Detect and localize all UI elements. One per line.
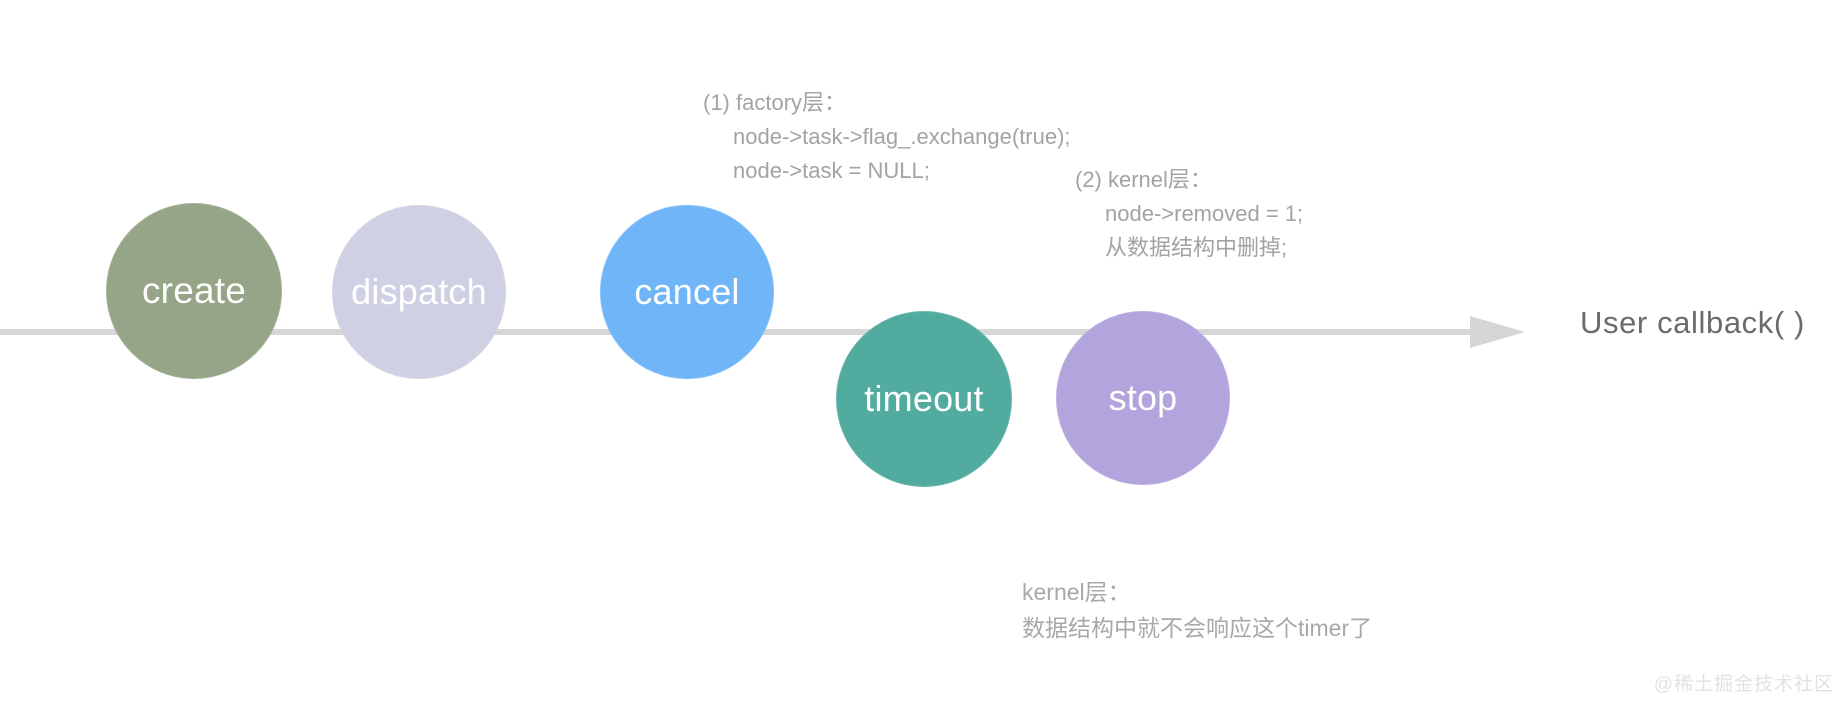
note-kernel-heading: (2) kernel层：	[1075, 167, 1212, 192]
note-kernel: (2) kernel层： node->removed = 1; 从数据结构中删掉…	[1075, 163, 1303, 265]
note-timeout-heading: kernel层：	[1022, 579, 1131, 605]
node-timeout[interactable]: timeout	[836, 311, 1012, 487]
node-timeout-label: timeout	[864, 378, 984, 419]
node-stop-label: stop	[1108, 377, 1178, 418]
watermark: @稀土掘金技术社区	[1653, 674, 1834, 695]
user-callback-label: User callback( )	[1580, 305, 1805, 340]
note-factory: (1) factory层： node->task->flag_.exchange…	[703, 86, 1071, 188]
node-dispatch[interactable]: dispatch	[332, 205, 506, 379]
note-factory-line-1: node->task->flag_.exchange(true);	[733, 124, 1071, 149]
node-create[interactable]: create	[106, 203, 282, 379]
node-dispatch-label: dispatch	[351, 271, 487, 312]
node-cancel[interactable]: cancel	[600, 205, 774, 379]
note-kernel-line-2: 从数据结构中删掉;	[1105, 235, 1288, 260]
node-create-label: create	[141, 270, 247, 311]
node-stop[interactable]: stop	[1056, 311, 1230, 485]
note-timeout: kernel层： 数据结构中就不会响应这个timer了	[1022, 574, 1372, 646]
note-factory-line-2: node->task = NULL;	[733, 158, 930, 183]
note-kernel-line-1: node->removed = 1;	[1105, 201, 1304, 226]
node-cancel-label: cancel	[634, 271, 740, 312]
arrow-right-icon	[1470, 316, 1525, 348]
note-timeout-line-1: 数据结构中就不会响应这个timer了	[1022, 615, 1373, 641]
note-factory-heading: (1) factory层：	[703, 90, 847, 115]
